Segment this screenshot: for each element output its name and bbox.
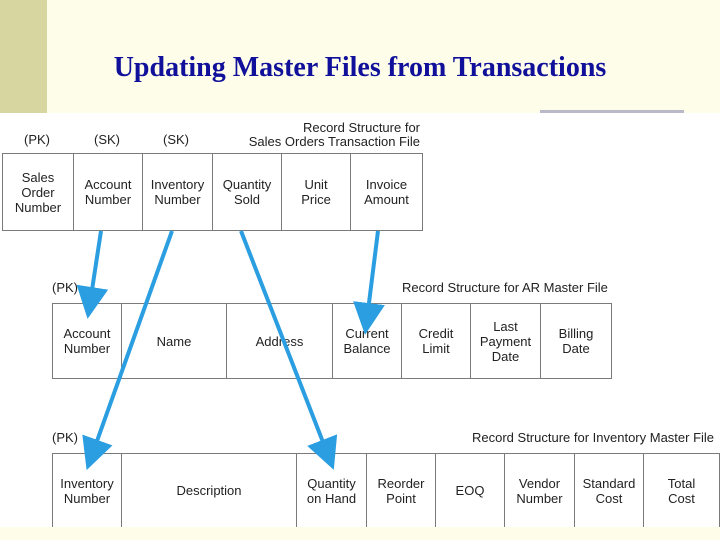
field-billing-date: Billing Date bbox=[558, 326, 594, 356]
arrow-invoice-to-balance bbox=[353, 230, 385, 335]
ar-table-caption: Record Structure for AR Master File bbox=[402, 280, 608, 295]
title-underline bbox=[540, 110, 684, 113]
field-sales-order-number: Sales Order Number bbox=[3, 154, 74, 230]
field-last-payment-date: Last Payment Date bbox=[471, 304, 541, 378]
field-address: Address bbox=[227, 304, 333, 378]
field-unit-price: Unit Price bbox=[282, 154, 351, 230]
arrow-inventory-to-inv bbox=[82, 230, 174, 471]
field-account-number: Account Number bbox=[53, 304, 122, 378]
inventory-master-record-table: Inventory Number Description Quantity on… bbox=[52, 453, 720, 527]
field-quantity-on-hand: Quantity on Hand bbox=[297, 454, 367, 527]
inv-table-caption: Record Structure for Inventory Master Fi… bbox=[472, 430, 715, 445]
sales-key-pk: (PK) bbox=[24, 132, 50, 147]
field-inventory-number: Inventory Number bbox=[53, 454, 122, 527]
slide-title: Updating Master Files from Transactions bbox=[113, 52, 607, 83]
field-invoice-amount: Invoice Amount bbox=[364, 177, 409, 207]
update-arrows bbox=[76, 230, 385, 471]
field-account-number: Account Number bbox=[74, 154, 143, 230]
sales-orders-record-table: Sales Order Number Account Number Invent… bbox=[2, 153, 423, 231]
sales-key-sk-account: (SK) bbox=[94, 132, 120, 147]
ar-key-pk: (PK) bbox=[52, 280, 78, 295]
field-standard-cost: Standard Cost bbox=[575, 454, 644, 527]
record-structure-diagram: (PK) (SK) (SK) Record Structure for Sale… bbox=[0, 113, 720, 527]
field-quantity-sold: Quantity Sold bbox=[213, 154, 282, 230]
slide-accent-bar bbox=[0, 0, 47, 113]
field-eoq: EOQ bbox=[436, 454, 505, 527]
sales-table-caption: Record Structure for Sales Orders Transa… bbox=[248, 120, 420, 149]
inv-key-pk: (PK) bbox=[52, 430, 78, 445]
field-name: Name bbox=[122, 304, 227, 378]
field-credit-limit: Credit Limit bbox=[402, 304, 471, 378]
sales-key-sk-inventory: (SK) bbox=[163, 132, 189, 147]
arrow-quantity-to-on-hand bbox=[239, 230, 338, 470]
field-inventory-number: Inventory Number bbox=[143, 154, 213, 230]
field-vendor-number: Vendor Number bbox=[505, 454, 575, 527]
ar-master-record-table: Account Number Name Address Current Bala… bbox=[52, 303, 612, 379]
field-total-cost: Total Cost bbox=[667, 475, 696, 506]
field-description: Description bbox=[122, 454, 297, 527]
field-reorder-point: Reorder Point bbox=[367, 454, 436, 527]
arrow-account-to-ar bbox=[76, 230, 109, 319]
